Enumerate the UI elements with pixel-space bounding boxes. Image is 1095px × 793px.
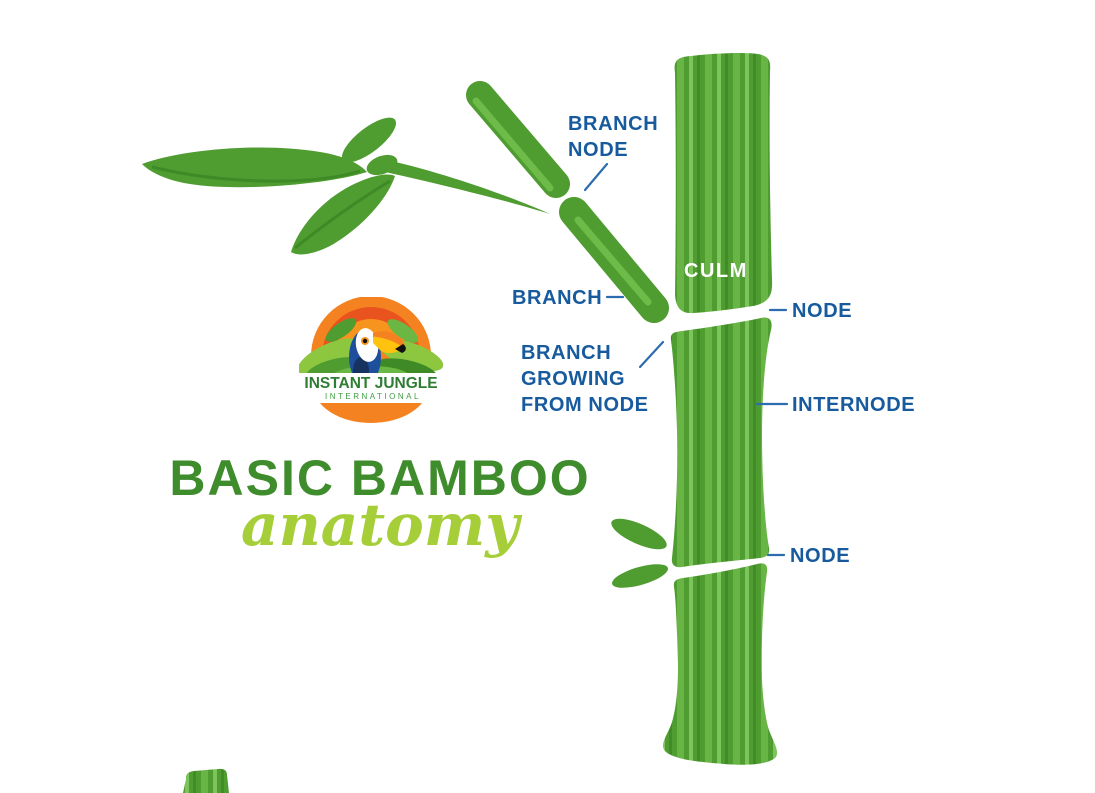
logo-subtitle: INTERNATIONAL: [325, 392, 421, 401]
branch-node-label: BRANCH NODE: [568, 113, 659, 161]
toucan-icon: [349, 328, 406, 385]
shoot-lower: [612, 564, 668, 588]
shoot-upper: [611, 518, 667, 550]
leaf-long-left-vein: [151, 165, 361, 183]
heading-title: BASIC BAMBOO: [169, 450, 591, 506]
leaf-lower-left-vein: [294, 179, 391, 250]
internode-label: INTERNODE: [792, 394, 916, 416]
culm-bottom-segment: [662, 563, 778, 765]
mini-culm: [183, 768, 229, 793]
instant-jungle-logo: INSTANT JUNGLE INTERNATIONAL: [299, 297, 443, 425]
branch-twig: [376, 158, 550, 214]
branch-upper-highlight: [472, 97, 554, 192]
leaf-upper-small: [341, 117, 397, 163]
branch-node-leader-line: [583, 162, 609, 192]
culm-middle-segment: [670, 317, 772, 568]
branch-upper: [466, 81, 570, 198]
node-top-label: NODE: [792, 300, 853, 322]
culm-top-segment: [674, 52, 773, 314]
logo-text-band: [299, 373, 443, 403]
leaf-cluster-nub: [366, 154, 398, 176]
heading-block: BASIC BAMBOO anatomy: [80, 452, 680, 554]
node-bottom-label: NODE: [790, 545, 851, 567]
branch-label: BRANCH: [512, 287, 603, 309]
heading-subtitle: anatomy: [241, 491, 519, 559]
logo-graphic: INSTANT JUNGLE INTERNATIONAL: [299, 297, 443, 423]
branch-from-node-highlight: [574, 216, 652, 306]
branch-growing-leader-line: [638, 340, 665, 369]
culm-label: CULM: [684, 260, 748, 282]
logo-title: INSTANT JUNGLE: [304, 375, 437, 392]
branch-growing-from-node-label: BRANCH GROWING FROM NODE: [521, 342, 649, 416]
